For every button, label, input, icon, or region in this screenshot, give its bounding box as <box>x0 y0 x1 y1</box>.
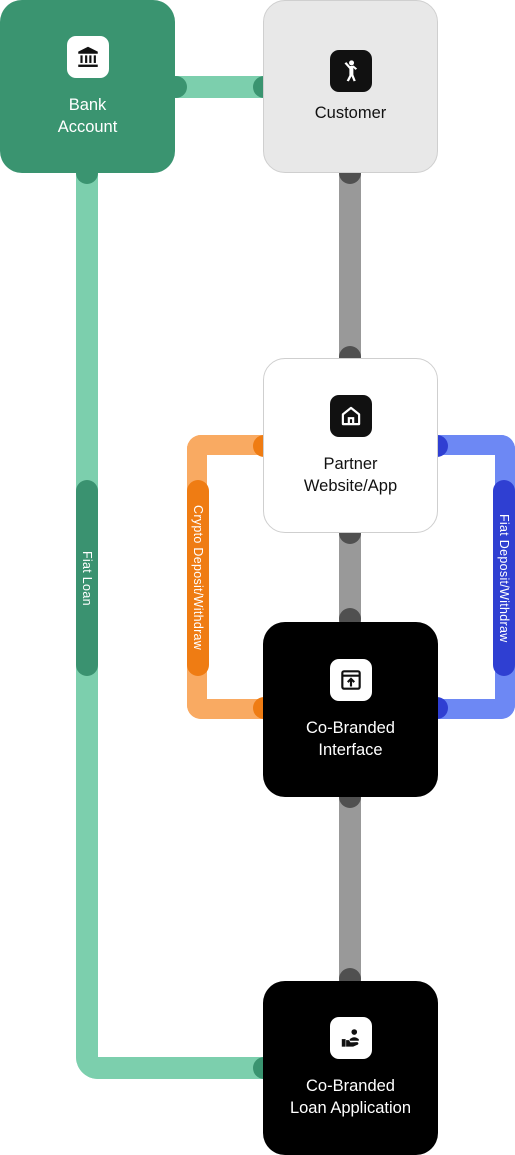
co-branded-loan-node: Co-Branded Loan Application <box>263 981 438 1155</box>
customer-node: Customer <box>263 0 438 173</box>
customer-label: Customer <box>314 103 387 122</box>
person-icon <box>329 49 372 92</box>
bank-account-node: Bank Account <box>0 0 175 173</box>
co-branded-loan-label: Co-Branded Loan Application <box>289 1077 412 1117</box>
co-branded-interface-node: Co-Branded Interface <box>263 622 438 797</box>
fiat-loan-label-pill: Fiat Loan <box>76 480 98 676</box>
bank-account-label: Bank Account <box>57 95 118 136</box>
hand-user-icon <box>329 1017 372 1059</box>
fiat-deposit-withdraw-label: Fiat Deposit/Withdraw <box>497 513 511 643</box>
co-branded-interface-label: Co-Branded Interface <box>306 718 395 759</box>
interface-loan-connector <box>339 790 361 988</box>
fiat-loan-label: Fiat Loan <box>80 550 94 606</box>
window-upload-icon <box>329 658 372 701</box>
customer-partner-connector <box>339 170 361 365</box>
crypto-deposit-withdraw-label: Crypto Deposit/Withdraw <box>191 505 205 651</box>
fiat-loan-connector-horizontal <box>76 1057 270 1079</box>
bank-customer-connector <box>170 76 270 98</box>
crypto-label-pill: Crypto Deposit/Withdraw <box>187 480 209 676</box>
home-icon <box>329 394 372 437</box>
partner-interface-connector <box>339 528 361 628</box>
bank-icon <box>66 35 109 78</box>
fiat-deposit-label-pill: Fiat Deposit/Withdraw <box>493 480 515 676</box>
partner-website-label: Partner Website/App <box>303 454 398 495</box>
partner-website-node: Partner Website/App <box>263 358 438 533</box>
